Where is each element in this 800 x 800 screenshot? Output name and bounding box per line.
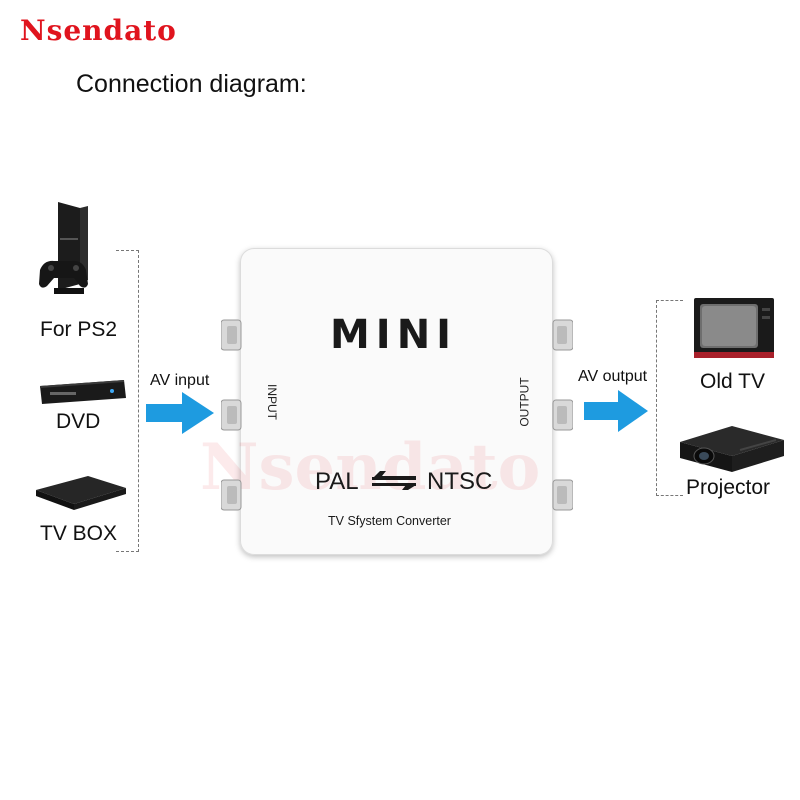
diagram-title: Connection diagram: <box>76 70 307 98</box>
output-jack-1 <box>552 319 573 351</box>
source-label-tv-box: TV BOX <box>40 522 118 545</box>
input-jack-2 <box>221 399 242 431</box>
input-jack-3 <box>221 479 242 511</box>
dvd-player-icon <box>40 380 126 404</box>
crt-tv-icon <box>694 298 774 358</box>
device-ntsc-label: NTSC <box>427 468 493 495</box>
av-input-arrow-icon <box>146 392 214 434</box>
output-jack-2 <box>552 399 573 431</box>
device-output-label: OUTPUT <box>517 377 532 427</box>
device-pal-label: PAL <box>315 468 359 495</box>
device-input-label: INPUT <box>265 384 279 420</box>
input-jack-1 <box>221 319 242 351</box>
watermark: Nsendato <box>200 430 541 505</box>
source-bracket <box>116 250 139 552</box>
output-jack-3 <box>552 479 573 511</box>
projector-icon <box>680 426 784 472</box>
swap-arrows-icon <box>372 471 416 490</box>
destination-bracket <box>656 300 683 496</box>
av-input-label: AV input <box>150 372 210 389</box>
destination-label-old-tv: Old TV <box>700 370 765 393</box>
ps2-console-icon <box>39 202 88 294</box>
av-output-label: AV output <box>578 368 648 385</box>
destination-label-projector: Projector <box>686 476 771 499</box>
tv-box-icon <box>36 476 126 510</box>
converter-device <box>240 248 553 555</box>
source-label-ps2: For PS2 <box>40 318 118 341</box>
source-label-dvd: DVD <box>56 410 101 433</box>
device-subtitle: TV Sfystem Converter <box>328 514 451 528</box>
brand-logo: Nsendato <box>20 14 177 47</box>
device-model-label: MINI <box>330 312 458 358</box>
av-output-arrow-icon <box>584 390 648 432</box>
